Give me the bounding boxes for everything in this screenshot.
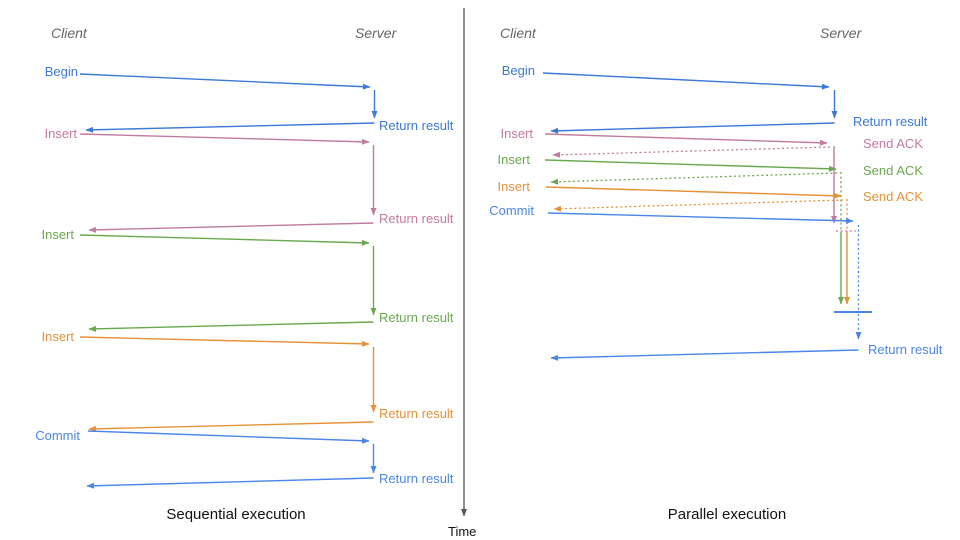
par-insert3-label: Insert xyxy=(497,179,530,194)
seq-commit-return-arrow xyxy=(86,477,374,489)
par-commit-request-arrow xyxy=(547,212,854,224)
seq-insert2-return-label: Return result xyxy=(379,310,454,325)
par-begin-label: Begin xyxy=(502,63,535,78)
time-axis: Time xyxy=(448,8,476,539)
seq-insert1-label: Insert xyxy=(44,126,77,141)
par-insert1-ack-label: Send ACK xyxy=(863,136,923,151)
seq-begin-return-arrow xyxy=(85,122,375,133)
sequential-caption: Sequential execution xyxy=(166,506,305,523)
seq-commit-label: Commit xyxy=(35,428,80,443)
par-begin-request-arrow xyxy=(542,72,830,90)
seq-insert2-return-arrow xyxy=(88,321,374,332)
par-insert2-ack-arrow xyxy=(550,172,838,185)
sequential-server-header: Server xyxy=(355,25,398,41)
parallel-client-header: Client xyxy=(500,25,537,41)
time-axis-label: Time xyxy=(448,524,476,539)
sequential-client-header: Client xyxy=(51,25,88,41)
seq-insert2-request-arrow xyxy=(79,234,370,246)
seq-commit-request-arrow xyxy=(87,430,370,444)
seq-insert3-label: Insert xyxy=(41,329,74,344)
seq-insert1-return-arrow xyxy=(88,222,374,233)
seq-begin-label: Begin xyxy=(45,64,78,79)
par-commit-return-arrow xyxy=(550,349,859,361)
seq-commit-return-label: Return result xyxy=(379,471,454,486)
seq-begin-request-arrow xyxy=(79,73,371,90)
par-insert2-label: Insert xyxy=(497,152,530,167)
par-insert1-ack-arrow xyxy=(552,146,831,158)
par-insert3-ack-label: Send ACK xyxy=(863,189,923,204)
parallel-panel: Client Server Begin Return result Insert… xyxy=(489,25,943,523)
par-insert2-ack-label: Send ACK xyxy=(863,163,923,178)
seq-insert1-return-label: Return result xyxy=(379,211,454,226)
par-insert2-request-arrow xyxy=(544,159,837,172)
par-insert1-request-arrow xyxy=(544,133,828,146)
sequential-panel: Client Server Begin Return result Insert… xyxy=(35,25,454,523)
par-begin-return-arrow xyxy=(550,122,835,134)
seq-insert2-label: Insert xyxy=(41,227,74,242)
seq-insert3-return-label: Return result xyxy=(379,406,454,421)
seq-begin-return-label: Return result xyxy=(379,118,454,133)
seq-insert1-request-arrow xyxy=(79,133,370,145)
par-commit-return-label: Return result xyxy=(868,342,943,357)
seq-insert3-return-arrow xyxy=(88,421,374,432)
par-begin-return-label: Return result xyxy=(853,114,928,129)
par-insert3-ack-arrow xyxy=(553,199,844,212)
parallel-caption: Parallel execution xyxy=(668,506,786,523)
par-insert1-label: Insert xyxy=(500,126,533,141)
parallel-server-header: Server xyxy=(820,25,863,41)
par-insert3-request-arrow xyxy=(545,186,842,199)
seq-insert3-request-arrow xyxy=(79,336,370,347)
par-commit-label: Commit xyxy=(489,203,534,218)
